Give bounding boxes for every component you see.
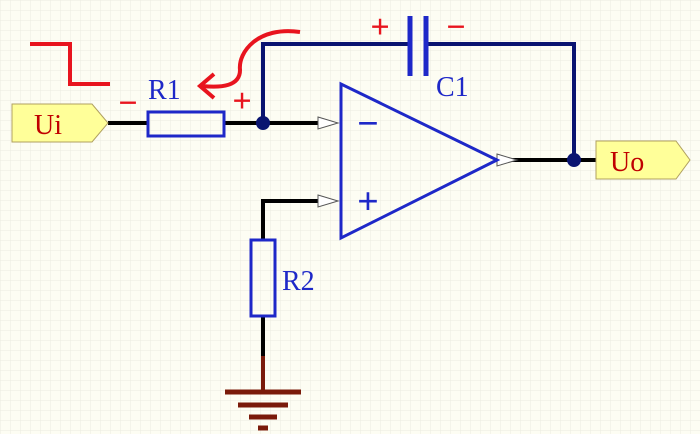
feedback-wires bbox=[261, 42, 576, 162]
output-port-label: Uo bbox=[610, 147, 644, 178]
junction-dot bbox=[567, 153, 581, 167]
capacitor-c1 bbox=[407, 16, 429, 76]
c1-label: C1 bbox=[436, 72, 469, 103]
inverting-pin-arrow bbox=[317, 116, 340, 130]
r1-left-polarity: − bbox=[118, 85, 137, 122]
current-arrow-head bbox=[196, 72, 216, 100]
opamp-inverting-sign: − bbox=[357, 103, 379, 145]
junction-dot bbox=[256, 116, 270, 130]
r1-label: R1 bbox=[148, 75, 181, 106]
input-port-ui bbox=[11, 103, 109, 143]
noninverting-pin-arrow bbox=[317, 194, 340, 208]
resistor-r2 bbox=[249, 238, 277, 318]
opamp-symbol bbox=[339, 81, 501, 241]
input-port-label: Ui bbox=[34, 110, 62, 141]
r1-right-polarity: + bbox=[232, 83, 251, 120]
output-port-uo bbox=[595, 140, 691, 180]
resistor-r1 bbox=[146, 110, 226, 138]
c1-left-polarity: + bbox=[370, 9, 389, 46]
c1-right-polarity: − bbox=[446, 9, 465, 46]
current-direction-arrow bbox=[201, 29, 301, 89]
opamp-noninverting-sign: + bbox=[357, 181, 379, 223]
ground-symbol bbox=[225, 356, 301, 431]
step-waveform bbox=[30, 42, 110, 86]
r2-label: R2 bbox=[282, 266, 315, 297]
